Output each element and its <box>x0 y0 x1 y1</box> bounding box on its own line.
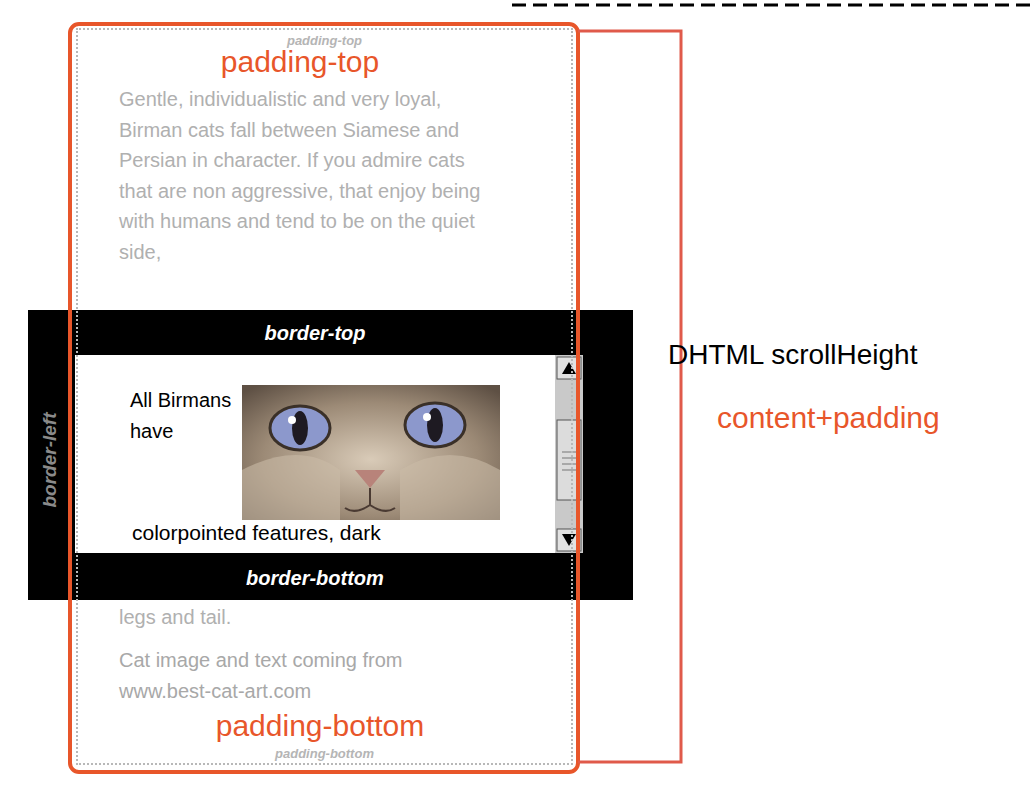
measure-bracket <box>578 31 681 762</box>
faint-label: padding-bottom <box>78 746 571 762</box>
border-area <box>28 310 633 600</box>
content-area <box>75 355 555 553</box>
cat-photo <box>242 385 500 520</box>
dashed-edge <box>512 4 1034 7</box>
border-label: border-left <box>38 360 62 560</box>
border-label: border-bottom <box>28 565 602 591</box>
faint-paragraph: Gentle, individualistic and very loyal, … <box>119 84 489 267</box>
border-label: border-top <box>28 320 602 346</box>
annotation-label: content+padding <box>717 400 1029 436</box>
content-text: All Birmans have <box>130 385 235 447</box>
faint-paragraph: Cat image and text coming from www.best-… <box>119 645 409 707</box>
faint-paragraph: legs and tail. <box>119 604 489 630</box>
padding-outline <box>70 24 578 772</box>
content-text: colorpointed features, dark <box>132 519 432 546</box>
border-box: border-top border-left border-bottom All Bi… <box>28 310 633 600</box>
content-box: All Birmans have colorpointed features, d… <box>75 355 583 553</box>
measure-label: DHTML scrollHeight <box>668 338 1028 372</box>
annotation-label: padding-top <box>150 44 450 80</box>
annotation-label: padding-bottom <box>170 708 470 744</box>
